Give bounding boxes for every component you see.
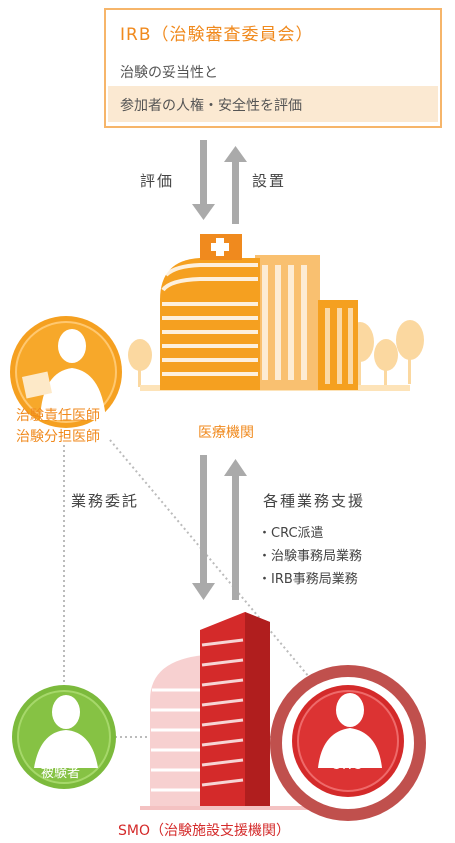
establish-arrow-shaft xyxy=(232,160,239,224)
evaluate-arrow-shaft xyxy=(200,140,207,206)
doctor-icon xyxy=(40,329,106,420)
establish-arrow-head xyxy=(224,146,247,162)
crc-label: CRC xyxy=(331,758,364,773)
smo-label: SMO（治験施設支援機関） xyxy=(118,823,290,839)
support-item-office: ・治験事務局業務 xyxy=(258,549,363,564)
top-arrows xyxy=(192,140,247,224)
doctor-circle xyxy=(10,316,122,428)
irb-band xyxy=(108,86,438,122)
outsource-label: 業務委託 xyxy=(71,492,140,510)
support-item-crc: ・CRC派遣 xyxy=(258,526,324,541)
evaluate-arrow-head xyxy=(192,204,215,220)
irb-title: IRB（治験審査委員会） xyxy=(120,25,314,45)
smo-building-icon xyxy=(140,612,340,810)
institution-label: 医療機関 xyxy=(198,425,254,441)
evaluate-label: 評価 xyxy=(140,172,175,190)
subject-label: 被験者 xyxy=(41,766,81,781)
support-arrow-head xyxy=(224,459,247,476)
subject-person-icon xyxy=(34,695,98,768)
subject-circle xyxy=(12,685,116,789)
irb-description-line2: 参加者の人権・安全性を評価 xyxy=(120,98,302,114)
outsource-arrow-head xyxy=(192,583,215,600)
doctor-label-line1: 治験責任医師 xyxy=(16,408,100,424)
establish-label: 設置 xyxy=(252,172,287,190)
support-arrow-shaft xyxy=(232,474,239,600)
support-label: 各種業務支援 xyxy=(263,492,366,510)
irb-description-line1: 治験の妥当性と xyxy=(120,65,218,81)
middle-arrows xyxy=(192,455,247,600)
outsource-arrow-shaft xyxy=(200,455,207,585)
support-item-irb-office: ・IRB事務局業務 xyxy=(258,572,358,587)
hospital-building-icon xyxy=(128,234,424,391)
crc-person-icon xyxy=(318,693,382,768)
crc-circle xyxy=(270,665,426,821)
doctor-label-line2: 治験分担医師 xyxy=(16,429,100,445)
irb-box: IRB（治験審査委員会） 治験の妥当性と 参加者の人権・安全性を評価 xyxy=(104,8,442,128)
